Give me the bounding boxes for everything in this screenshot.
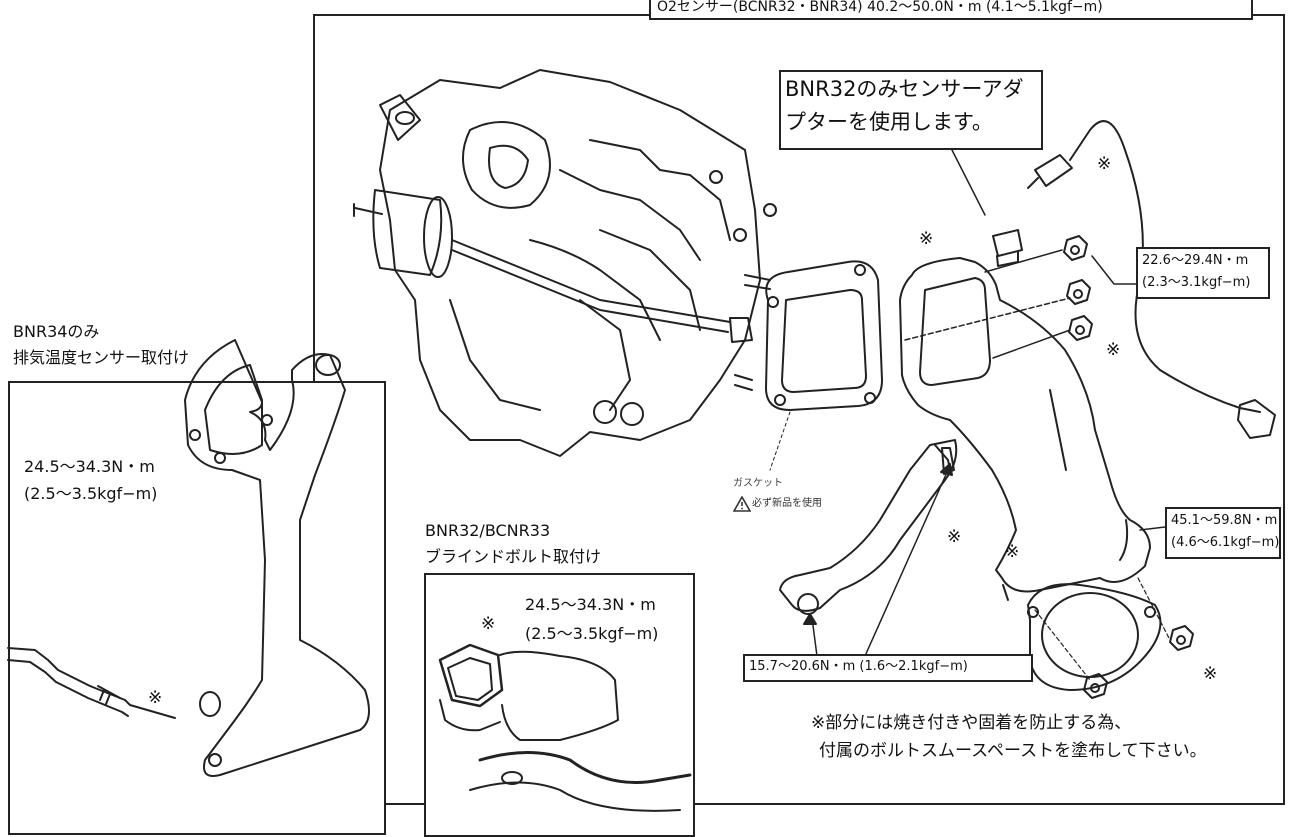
outlet-gasket-drawing (1027, 583, 1162, 691)
bnr34-torque-nm: 24.5～34.3N・m (24, 457, 155, 476)
torque-22-nm: 22.6～29.4N・m (1142, 253, 1249, 268)
turbocharger-drawing (353, 69, 777, 457)
support-bracket-drawing (779, 439, 958, 615)
blind-bolt-title-line-2: ブラインドボルト取付け (425, 547, 602, 566)
o2-sensor-spec-text: O2センサー(BCNR32・BNR34) 40.2～50.0N・m (4.1～5… (657, 0, 1103, 15)
adapter-note-line-2: プターを使用します。 (785, 110, 993, 134)
note-line-1: ※部分には焼き付きや固着を防止する為、 (811, 713, 1132, 733)
bnr34-title-line-1: BNR34のみ (13, 322, 100, 341)
exhaust-temp-sensor-pipe-drawing (7, 339, 370, 777)
torque-15-box: 15.7～20.6N・m (1.6～2.1kgf−m) (743, 654, 1033, 682)
torque-22-kgf: (2.3～3.1kgf−m) (1142, 275, 1251, 290)
blind-bolt-title-line-1: BNR32/BCNR33 (425, 521, 551, 540)
sensor-adapter-drawing (992, 229, 1023, 267)
bnr34-torque-kgf: (2.5～3.5kgf−m) (24, 484, 158, 503)
torque-45-kgf: (4.6～6.1kgf−m) (1171, 535, 1280, 550)
gasket-drawing (765, 260, 883, 411)
blind-bolt-torque-kgf: (2.5～3.5kgf−m) (525, 624, 659, 643)
torque-22-box: 22.6～29.4N・m (2.3～3.1kgf−m) (1136, 247, 1270, 299)
front-pipe-drawing (899, 257, 1151, 601)
asterisk-mark: ※ (1097, 154, 1112, 174)
torque-45-nm: 45.1～59.8N・m (1171, 513, 1278, 528)
gasket-leader-line (769, 411, 791, 471)
asterisk-mark: ※ (1106, 340, 1121, 360)
note-line-2: 付属のボルトスムースペーストを塗布して下さい。 (819, 741, 1207, 761)
asterisk-mark: ※ (1005, 542, 1020, 562)
warning-triangle-icon (733, 496, 751, 512)
blind-bolt-drawing (438, 643, 692, 812)
bnr34-title-line-2: 排気温度センサー取付け (13, 348, 190, 367)
o2-sensor-spec-box: O2センサー(BCNR32・BNR34) 40.2～50.0N・m (4.1～5… (649, 0, 1253, 20)
asterisk-mark: ※ (919, 229, 934, 249)
gasket-warning: 必ず新品を使用 (752, 498, 822, 509)
adapter-note-line-1: BNR32のみセンサーアダ (785, 77, 1024, 101)
gasket-label: ガスケット (733, 478, 783, 489)
asterisk-mark: ※ (481, 614, 496, 634)
torque-45-box: 45.1～59.8N・m (4.6～6.1kgf−m) (1165, 507, 1281, 559)
blind-bolt-torque-nm: 24.5～34.3N・m (525, 595, 656, 614)
adapter-note-box: BNR32のみセンサーアダ プターを使用します。 (779, 70, 1043, 150)
asterisk-mark: ※ (148, 688, 163, 708)
flange-nuts-drawing (1063, 235, 1093, 341)
asterisk-mark: ※ (947, 527, 962, 547)
asterisk-mark: ※ (1203, 664, 1218, 684)
torque-15-text: 15.7～20.6N・m (1.6～2.1kgf−m) (749, 659, 968, 674)
